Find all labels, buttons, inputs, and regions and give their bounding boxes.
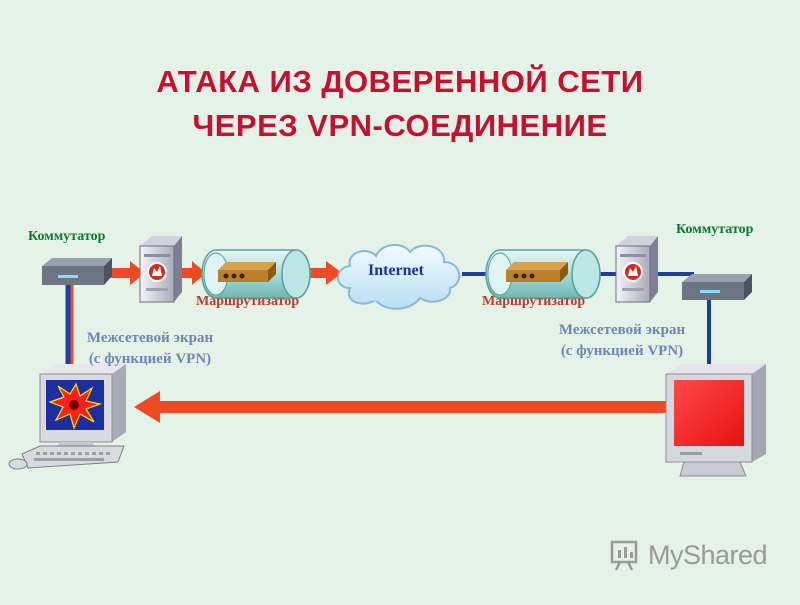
switch-left-icon bbox=[42, 258, 112, 285]
firewall-right-label-line1: Межсетевой экран bbox=[558, 322, 686, 338]
link-lines bbox=[65, 272, 711, 372]
firewall-right-label-line2: (с функцией VPN) bbox=[560, 343, 684, 359]
watermark-text: MyShared bbox=[648, 539, 768, 570]
firewall-right-label: Межсетевой экран (с функцией VPN) bbox=[542, 320, 702, 362]
myshared-logo-icon bbox=[610, 540, 638, 571]
router-right-icon bbox=[485, 249, 601, 299]
attack-arrow-shaft-3 bbox=[310, 268, 328, 278]
monitor-right-icon bbox=[665, 364, 766, 477]
firewall-left-label: Межсетевой экран (с функцией VPN) bbox=[70, 328, 230, 370]
attack-arrow-head-1 bbox=[130, 261, 145, 285]
switch-right-label: Коммутатор bbox=[676, 222, 754, 237]
switch-left-label: Коммутатор bbox=[28, 229, 106, 244]
internet-cloud-icon bbox=[337, 244, 460, 310]
attack-arrow-head-2 bbox=[192, 261, 206, 285]
firewall-left-label-line2: (с функцией VPN) bbox=[88, 351, 212, 367]
firewall-left-icon bbox=[139, 236, 182, 303]
router-left-label: Маршрутизатор bbox=[196, 294, 300, 309]
attack-path-top bbox=[110, 261, 342, 285]
router-right-label: Маршрутизатор bbox=[482, 294, 586, 309]
watermark: MyShared bbox=[610, 536, 768, 574]
pc-left-icon bbox=[8, 364, 126, 470]
firewall-right-icon bbox=[615, 236, 658, 303]
internet-label: Internet bbox=[368, 262, 424, 279]
attack-arrow-shaft-1 bbox=[110, 268, 132, 278]
firewall-left-label-line1: Межсетевой экран bbox=[86, 330, 214, 346]
attack-arrow-head-bottom bbox=[134, 391, 160, 423]
switch-right-icon bbox=[682, 274, 752, 300]
attack-arrow-head-3 bbox=[326, 261, 342, 285]
title-line-1: АТАКА ИЗ ДОВЕРЕННОЙ СЕТИ bbox=[156, 64, 644, 99]
attack-arrow-shaft-bottom bbox=[158, 401, 668, 413]
title-line-2: ЧЕРЕЗ VPN-СОЕДИНЕНИЕ bbox=[192, 108, 608, 143]
attack-arrow-shaft-2 bbox=[180, 268, 194, 278]
router-left-icon bbox=[201, 249, 311, 299]
attack-path-bottom bbox=[134, 391, 668, 423]
